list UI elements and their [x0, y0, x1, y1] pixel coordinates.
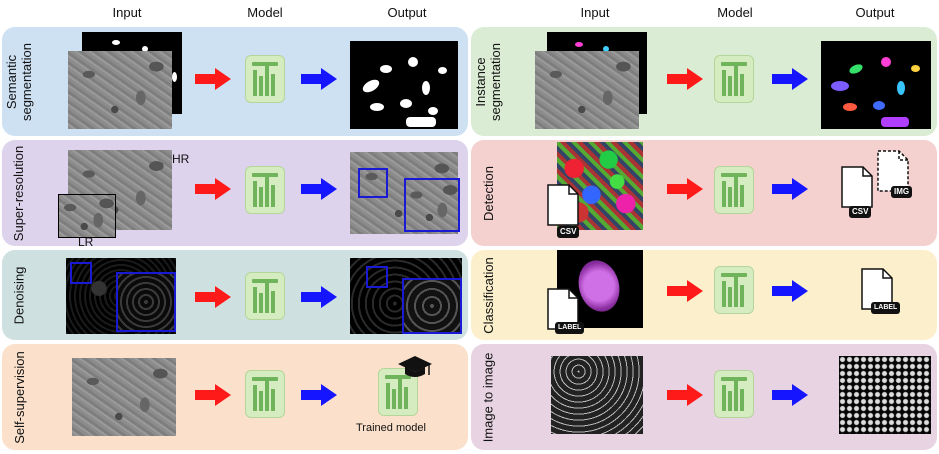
denoise-zoom-large-input	[116, 272, 176, 332]
panel-instance-segmentation: Instance segmentation	[471, 27, 937, 136]
panel-super-resolution: Super-resolution HR LR	[2, 140, 468, 246]
arrow-blue-detection	[772, 178, 808, 200]
arrow-blue-selfsup	[301, 384, 337, 406]
classification-label: Classification	[480, 256, 496, 334]
arrow-red-selfsup	[195, 384, 231, 406]
model-icon-semantic	[245, 55, 285, 103]
super-resolution-label: Super-resolution	[11, 145, 27, 241]
hr-label: HR	[172, 152, 190, 166]
label-file-icon-input	[547, 288, 579, 330]
arrow-red-instance	[667, 68, 703, 90]
instance-mask-output	[821, 41, 931, 129]
self-sup-input-image	[72, 358, 176, 436]
denoise-zoom-large-output	[402, 278, 462, 334]
img-file-icon-output	[877, 150, 909, 192]
arrow-blue-superres	[301, 178, 337, 200]
denoise-zoom-small-input	[70, 262, 92, 284]
label-tag-output: LABEL	[871, 302, 901, 314]
arrow-blue-denoising	[301, 286, 337, 308]
header-output-left: Output	[387, 5, 427, 20]
model-icon-classification	[714, 266, 754, 314]
semantic-segmentation-label: Semantic segmentation	[4, 42, 34, 121]
panel-classification: Classification LABEL LABEL	[471, 250, 937, 340]
csv-tag-output: CSV	[849, 206, 872, 218]
model-icon-i2i	[714, 370, 754, 418]
img-tag-output: IMG	[891, 186, 913, 198]
lr-input-image	[58, 194, 116, 238]
header-output-right: Output	[855, 5, 895, 20]
model-icon-instance	[714, 55, 754, 103]
arrow-red-classification	[667, 280, 703, 302]
arrow-red-detection	[667, 178, 703, 200]
label-file-icon-output	[861, 268, 893, 310]
zoom-box-large	[404, 178, 460, 232]
header-input-left: Input	[112, 5, 142, 20]
arrow-red-superres	[195, 178, 231, 200]
i2i-output-image	[839, 356, 931, 434]
image-to-image-label: Image to image	[480, 352, 496, 442]
panel-image-to-image: Image to image	[471, 344, 937, 450]
i2i-input-image	[551, 356, 643, 434]
panel-detection: Detection CSV CSV IMG	[471, 140, 937, 246]
label-tag-input: LABEL	[555, 322, 585, 334]
arrow-red-semantic	[195, 68, 231, 90]
lr-label: LR	[78, 235, 94, 246]
arrow-blue-instance	[772, 68, 808, 90]
header-model-right: Model	[717, 5, 753, 20]
arrow-red-i2i	[667, 384, 703, 406]
denoising-label: Denoising	[11, 266, 27, 324]
arrow-red-denoising	[195, 286, 231, 308]
arrow-blue-i2i	[772, 384, 808, 406]
model-icon-selfsup	[245, 370, 285, 418]
panel-semantic-segmentation: Semantic segmentation	[2, 27, 468, 136]
csv-file-icon-output	[841, 166, 873, 208]
denoise-zoom-small-output	[366, 266, 388, 288]
graduation-cap-icon	[398, 356, 432, 377]
em-input-image	[68, 51, 172, 129]
instance-segmentation-label: Instance segmentation	[473, 42, 503, 121]
header-input-right: Input	[580, 5, 610, 20]
header-model-left: Model	[247, 5, 283, 20]
arrow-blue-classification	[772, 280, 808, 302]
mask-output-image	[350, 41, 458, 129]
panel-self-supervision: Self-supervision Trained model	[2, 344, 468, 450]
model-icon-detection	[714, 166, 754, 214]
arrow-blue-semantic	[301, 68, 337, 90]
self-supervision-label: Self-supervision	[11, 350, 27, 444]
detection-label: Detection	[480, 165, 496, 221]
instance-em-input	[535, 51, 639, 129]
csv-file-icon-input	[547, 184, 579, 226]
csv-tag-input: CSV	[557, 226, 580, 238]
panel-denoising: Denoising	[2, 250, 468, 340]
zoom-box-small	[358, 168, 388, 198]
trained-model-caption: Trained model	[356, 422, 426, 434]
hr-input-image	[68, 150, 172, 230]
model-icon-superres	[245, 166, 285, 214]
model-icon-denoising	[245, 272, 285, 320]
